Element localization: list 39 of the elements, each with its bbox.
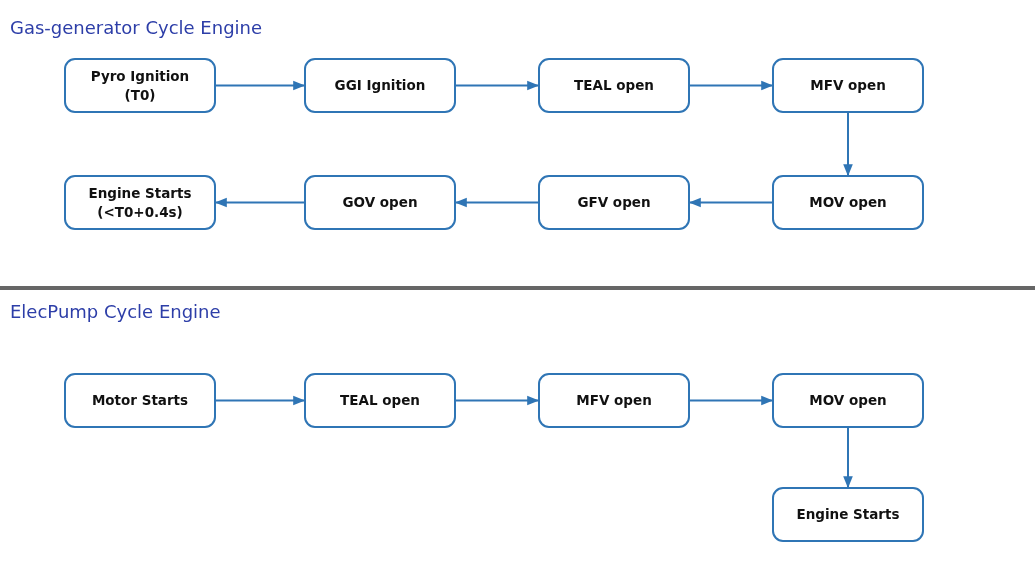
process-box [64,58,216,113]
process-box [538,373,690,428]
box-label: Engine Starts [796,505,900,524]
arrow [689,395,774,406]
process-box [772,58,924,113]
box-label: TEAL open [574,76,654,95]
box-label: GGI Ignition [334,76,426,95]
process-box [772,487,924,542]
arrow [688,197,773,208]
box-label: MFV open [576,391,652,410]
process-box [304,58,456,113]
process-box [538,175,690,230]
section-heading: Gas-generator Cycle Engine [10,17,263,38]
box-label: TEAL open [340,391,420,410]
box-label: Pyro Ignition (T0) [89,67,191,104]
arrow [843,112,853,177]
process-box [64,175,216,230]
process-box [304,175,456,230]
process-box [304,373,456,428]
box-label: Engine Starts (<T0+0.4s) [87,184,193,221]
process-box [772,175,924,230]
box-label: MOV open [809,193,887,212]
arrow [215,395,306,406]
arrow [214,197,305,208]
arrow [454,197,539,208]
process-box [772,373,924,428]
process-box [64,373,216,428]
box-label: GOV open [342,193,418,212]
arrow [455,80,540,91]
process-box [538,58,690,113]
box-label: GFV open [577,193,651,212]
box-label: MFV open [810,76,886,95]
box-label: MOV open [809,391,887,410]
arrow [689,80,774,91]
box-label: Motor Starts [91,391,189,410]
arrow [455,395,540,406]
section-heading: ElecPump Cycle Engine [10,301,221,322]
arrow [215,80,306,91]
arrow [843,427,853,489]
